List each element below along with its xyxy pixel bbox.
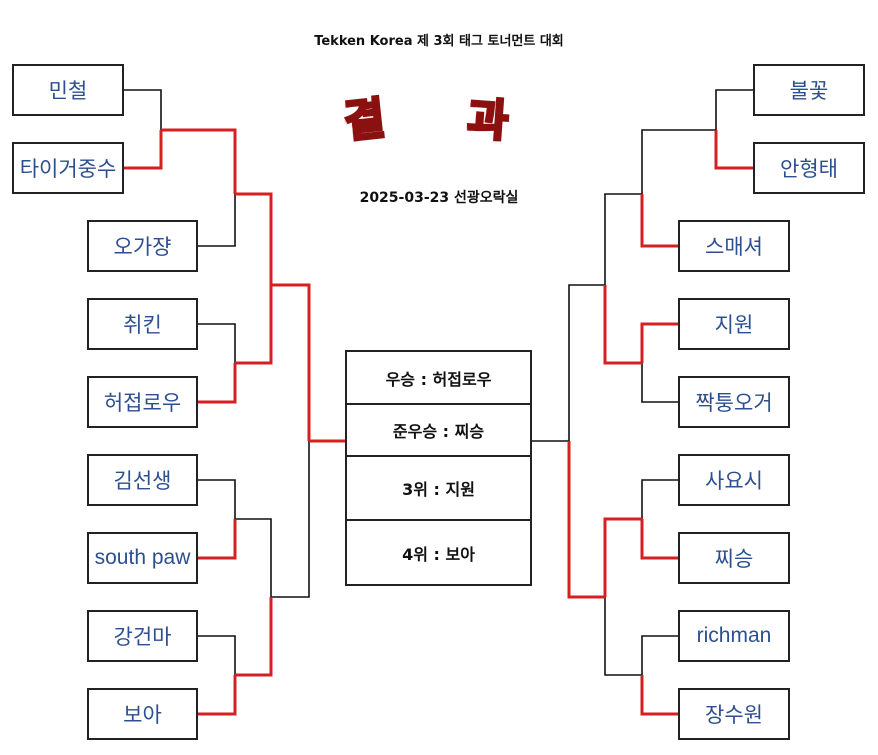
header-word-right: 과 bbox=[464, 92, 511, 149]
winner-path-line bbox=[714, 130, 753, 170]
winner-path-line bbox=[603, 517, 642, 597]
winner-path-line bbox=[640, 675, 678, 716]
bracket-line bbox=[235, 518, 272, 597]
bracket-line bbox=[604, 193, 642, 285]
result-runner-up: 준우승 : 찌승 bbox=[347, 405, 530, 457]
winner-path-line bbox=[567, 441, 605, 599]
result-third: 3위 : 지원 bbox=[347, 457, 530, 521]
winner-path-line bbox=[640, 194, 678, 248]
bracket-line bbox=[641, 129, 716, 194]
bracket-line bbox=[641, 635, 678, 675]
winner-path-line bbox=[235, 192, 273, 285]
left-player-6: 김선생 bbox=[87, 454, 198, 506]
winner-path-line bbox=[198, 363, 237, 404]
right-player-9: 장수원 bbox=[678, 688, 790, 740]
left-player-7: south paw bbox=[87, 532, 198, 584]
bracket-line bbox=[604, 597, 642, 676]
bracket-line bbox=[198, 194, 236, 247]
result-champion: 우승 : 허접로우 bbox=[347, 352, 530, 405]
left-player-5: 허접로우 bbox=[87, 376, 198, 428]
winner-path-line bbox=[198, 519, 237, 560]
right-player-2: 안형태 bbox=[753, 142, 865, 194]
right-player-7: 찌승 bbox=[678, 532, 790, 584]
winner-path-line bbox=[235, 285, 273, 365]
winner-path-line bbox=[124, 130, 163, 170]
bracket-line bbox=[271, 441, 310, 598]
bracket-line bbox=[568, 284, 605, 441]
winner-path-line bbox=[640, 519, 678, 560]
tournament-title: Tekken Korea 제 3회 태그 토너먼트 대회 bbox=[314, 34, 564, 49]
right-player-8: richman bbox=[678, 610, 790, 662]
left-player-3: 오가쟝 bbox=[87, 220, 198, 272]
left-player-2: 타이거중수 bbox=[12, 142, 124, 194]
left-player-8: 강건마 bbox=[87, 610, 198, 662]
left-player-4: 취킨 bbox=[87, 298, 198, 350]
winner-path-line bbox=[271, 283, 311, 441]
header-word-left: 결 bbox=[340, 91, 389, 149]
bracket-line bbox=[641, 479, 678, 519]
winner-path-line bbox=[603, 285, 642, 365]
bracket-line bbox=[198, 323, 236, 363]
bracket-line bbox=[124, 89, 162, 130]
right-player-1: 불꽃 bbox=[753, 64, 865, 116]
bracket-line bbox=[198, 635, 236, 675]
right-player-3: 스매셔 bbox=[678, 220, 790, 272]
winner-path-line bbox=[198, 675, 237, 716]
bracket-line bbox=[641, 363, 678, 403]
right-player-6: 사요시 bbox=[678, 454, 790, 506]
bracket-line bbox=[198, 479, 236, 519]
bracket-line bbox=[715, 89, 753, 130]
left-player-1: 민철 bbox=[12, 64, 124, 116]
winner-path-line bbox=[161, 128, 237, 194]
results-box: 우승 : 허접로우 준우승 : 찌승 3위 : 지원 4위 : 보아 bbox=[345, 350, 532, 586]
result-fourth: 4위 : 보아 bbox=[402, 544, 475, 564]
right-player-5: 짝퉁오거 bbox=[678, 376, 790, 428]
left-player-9: 보아 bbox=[87, 688, 198, 740]
event-date-location: 2025-03-23 선광오락실 bbox=[359, 190, 519, 206]
right-player-4: 지원 bbox=[678, 298, 790, 350]
winner-path-line bbox=[640, 322, 678, 363]
winner-path-line bbox=[235, 597, 273, 677]
